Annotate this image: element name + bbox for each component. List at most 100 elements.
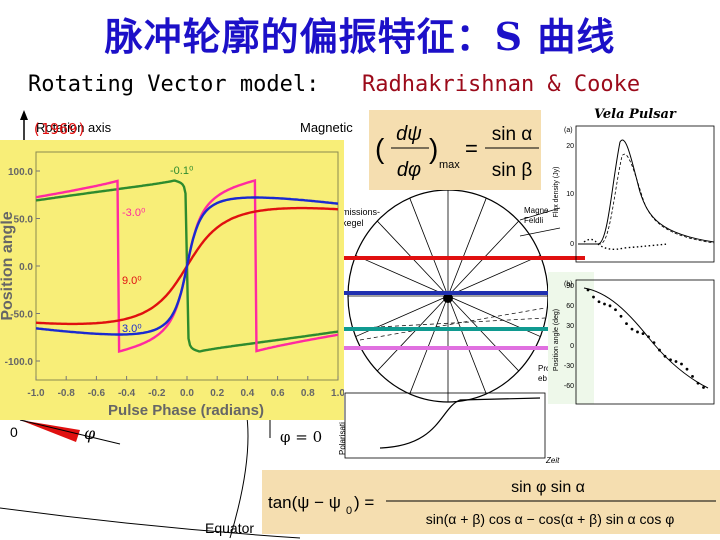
vela-pa-point	[685, 367, 689, 371]
formula-bottom-numerator: sin φ sin α	[511, 479, 585, 496]
x-tick-label: -0.6	[88, 388, 106, 399]
vela-top-tick-0: 20	[566, 143, 574, 150]
y-tick-label: 0.0	[19, 262, 33, 273]
series-line-3	[35, 196, 339, 336]
vela-pa-point	[663, 354, 667, 358]
svg-text:): )	[429, 133, 438, 164]
cone-spoke	[355, 255, 449, 297]
x-tick-label: 0.4	[240, 388, 254, 399]
x-tick-label: 0.8	[301, 388, 315, 399]
formula-bottom-lhs-end: ) =	[354, 493, 374, 512]
phi-zero-label: φ = 0	[280, 428, 323, 446]
y-tick-label: 100.0	[8, 167, 33, 178]
annotation-polarisation: Polarisati	[338, 422, 347, 455]
magnetic-label: Magnetic	[300, 120, 353, 135]
vela-bottom-tick-1: 60	[566, 303, 574, 310]
formula-rvm: tan(ψ − ψ 0 ) = sin φ sin α sin(α + β) c…	[262, 470, 720, 534]
vela-pa-point	[702, 386, 705, 389]
x-tick-label: -0.8	[58, 388, 76, 399]
annotation-kegel: kegel	[342, 218, 364, 228]
curve-label-green: -0.1⁰	[170, 165, 194, 177]
y-tick-label: 50.0	[14, 215, 34, 226]
formula-top-lhs-den: dφ	[397, 159, 421, 181]
annotation-feldlinien: Feldli	[524, 216, 544, 225]
vela-bottom-tick-2: 30	[566, 323, 574, 330]
vela-top-tick-1: 10	[566, 191, 574, 198]
subtitle-model: Rotating Vector model:	[28, 72, 320, 97]
cone-spoke	[376, 295, 449, 372]
vela-pa-point	[619, 314, 623, 318]
vela-pa-point	[636, 330, 639, 334]
zero-label: 0	[10, 424, 18, 440]
svg-text:(: (	[375, 133, 385, 164]
vela-pa-point	[603, 302, 606, 306]
formula-max-slope: ( dψ dφ ) max = sin α sin β	[369, 110, 541, 190]
vela-pa-point	[586, 288, 590, 292]
cone-spoke	[447, 295, 487, 395]
vela-pa-point	[696, 381, 700, 385]
vela-pa-point	[674, 360, 678, 363]
chart-ylabel: Position angle	[0, 211, 16, 320]
annotation-zeit: Zeit	[546, 456, 560, 465]
x-tick-label: 1.0	[331, 388, 344, 399]
y-tick-label: -50.0	[10, 310, 33, 321]
formula-top-rhs-num: sin α	[492, 124, 533, 145]
formula-top-lhs-num: dψ	[396, 123, 422, 145]
formula-bottom-lhs: tan(ψ − ψ	[268, 493, 341, 512]
phi-label: φ	[84, 424, 96, 443]
vela-pa-point	[597, 300, 601, 304]
vela-pa-point	[658, 348, 661, 352]
annotation-missions: missions-	[342, 207, 381, 217]
vela-pa-point	[652, 341, 656, 345]
x-tick-label: 0.6	[271, 388, 285, 399]
curve-label-pink: -3.0⁰	[122, 207, 146, 219]
vela-pa-point	[630, 327, 634, 331]
cone-spoke	[447, 197, 487, 297]
annotation-magnetische: Magne	[524, 206, 549, 215]
cone-spoke	[447, 295, 520, 372]
rotation-axis-label: Rotation axis	[36, 120, 112, 135]
page-title: 脉冲轮廓的偏振特征：S 曲线	[104, 14, 616, 59]
formula-bottom-denominator: sin(α + β) cos α − cos(α + β) sin α cos …	[426, 511, 675, 527]
x-tick-label: 0.0	[180, 388, 194, 399]
vela-pa-point	[647, 335, 650, 339]
subtitle-authors: Radhakrishnan & Cooke	[362, 72, 641, 97]
vela-pa-point	[680, 362, 683, 366]
vela-panel-b: (b)	[564, 281, 573, 288]
cone-spoke	[409, 295, 449, 395]
vela-panels: (a) Flux density (Jy) 20 10 0 (b) Positi…	[548, 125, 715, 405]
bar-blue	[260, 291, 585, 295]
vela-ylabel-bottom: Position angle (deg)	[553, 309, 560, 371]
cone-spoke	[409, 197, 449, 297]
equator-label: Equator	[205, 520, 255, 536]
cone-spoke	[447, 255, 541, 297]
vela-bottom-tick-5: -60	[564, 383, 574, 390]
vela-bottom-tick-0: 90	[566, 283, 574, 290]
vela-bottom-tick-4: -30	[564, 363, 574, 370]
formula-top-rhs-den: sin β	[492, 160, 533, 181]
x-tick-label: -0.4	[118, 388, 136, 399]
vela-bottom-tick-3: 0	[570, 343, 574, 350]
vela-top-tick-2: 0	[570, 241, 574, 248]
vela-pa-point	[669, 358, 672, 362]
x-tick-label: -0.2	[148, 388, 166, 399]
annotation-projektion: Pro	[538, 364, 551, 373]
vela-pa-point	[641, 332, 645, 336]
bar-red	[260, 256, 585, 260]
vela-panel-a: (a)	[564, 127, 573, 134]
vela-ylabel-top: Flux density (Jy)	[553, 167, 560, 218]
curve-label-red: 9.0⁰	[122, 275, 142, 287]
vela-title: Vela Pulsar	[594, 107, 676, 122]
bar-teal	[260, 327, 585, 331]
formula-bottom-lhs-sub: 0	[346, 505, 352, 517]
vela-pa-point	[625, 322, 628, 326]
bar-pink	[260, 346, 585, 350]
x-tick-label: -1.0	[27, 388, 45, 399]
vela-pa-point	[592, 295, 595, 299]
year-label: (1969)	[32, 120, 87, 138]
curve-label-blue: 3.0⁰	[122, 323, 142, 335]
vela-pa-point	[691, 375, 694, 378]
vela-pa-point	[614, 308, 617, 312]
svg-text:=: =	[465, 136, 478, 161]
